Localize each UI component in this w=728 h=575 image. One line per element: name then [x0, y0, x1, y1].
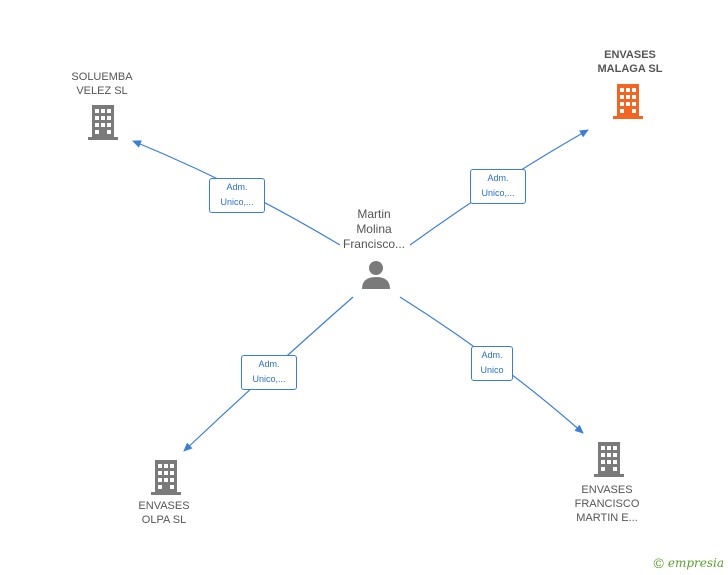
building-icon-highlight — [613, 84, 643, 119]
node-label-soluemba[interactable]: SOLUEMBA VELEZ SL — [71, 71, 133, 97]
center-person-label[interactable]: Martin Molina Francisco... — [342, 207, 405, 251]
edge-label-soluemba[interactable]: Adm. Unico,... — [209, 178, 265, 213]
edge-label-francisco[interactable]: Adm. Unico — [471, 346, 513, 381]
node-label-malaga[interactable]: ENVASES MALAGA SL — [597, 49, 663, 75]
person-icon — [362, 261, 390, 289]
copyright-icon: © — [653, 555, 664, 571]
edge-label-olpa[interactable]: Adm. Unico,... — [241, 355, 297, 390]
building-icon — [151, 460, 181, 495]
building-icon — [594, 442, 624, 477]
building-icon — [88, 105, 118, 140]
edge-label-malaga[interactable]: Adm. Unico,... — [470, 169, 526, 204]
node-label-francisco[interactable]: ENVASES FRANCISCO MARTIN E... — [574, 484, 640, 524]
node-label-olpa[interactable]: ENVASES OLPA SL — [138, 500, 190, 526]
brand-logo[interactable]: empresia — [667, 556, 724, 570]
footer-brand: © empresia — [654, 555, 724, 571]
